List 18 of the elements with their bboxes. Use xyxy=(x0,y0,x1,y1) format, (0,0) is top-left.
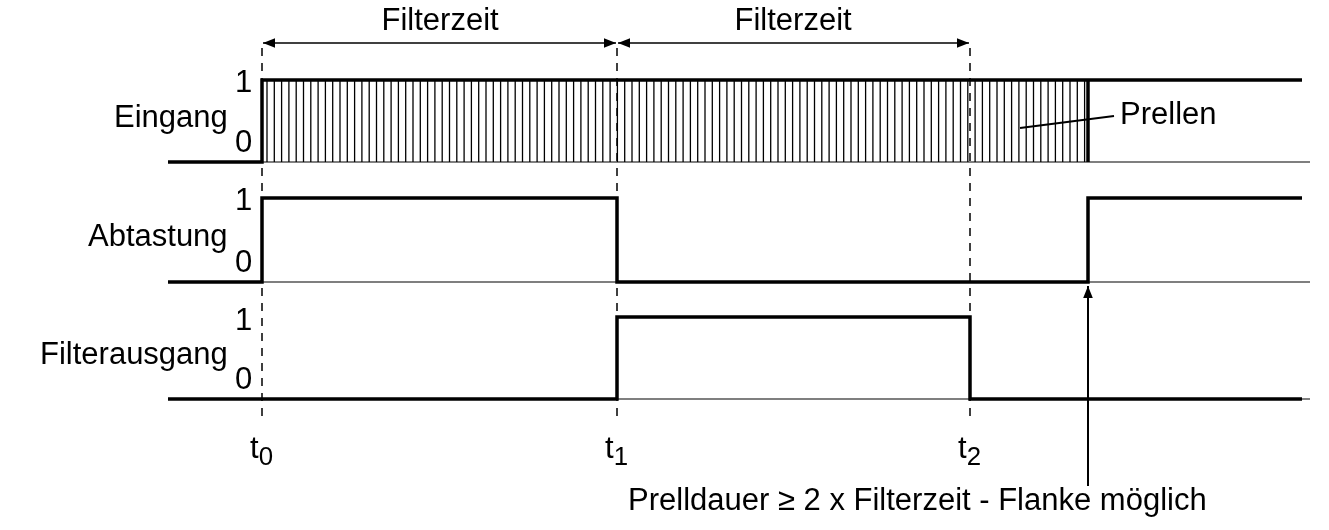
level-label: 0 xyxy=(235,125,253,159)
signal-name: Filterausgang xyxy=(40,337,228,371)
callout-label: Prellen xyxy=(1120,97,1217,131)
level-label: 1 xyxy=(235,303,253,337)
signal-name: Abtastung xyxy=(88,219,228,253)
dimension-label: Filterzeit xyxy=(381,3,499,37)
leader-line xyxy=(1019,115,1115,129)
dimension-label: Filterzeit xyxy=(734,3,852,37)
time-marker-label: t$_{0}$ xyxy=(250,431,273,473)
time-marker-label: t$_{2}$ xyxy=(958,431,981,473)
level-label: 1 xyxy=(235,183,253,217)
time-marker-label: t$_{1}$ xyxy=(605,431,628,473)
arrow xyxy=(1083,285,1093,487)
level-label: 0 xyxy=(235,245,253,279)
level-label: 0 xyxy=(235,362,253,396)
signal-name: Eingang xyxy=(114,100,228,134)
callout-label: Prelldauer ≥ 2 x Filterzeit - Flanke möglich xyxy=(628,483,1207,517)
level-label: 1 xyxy=(235,65,253,99)
